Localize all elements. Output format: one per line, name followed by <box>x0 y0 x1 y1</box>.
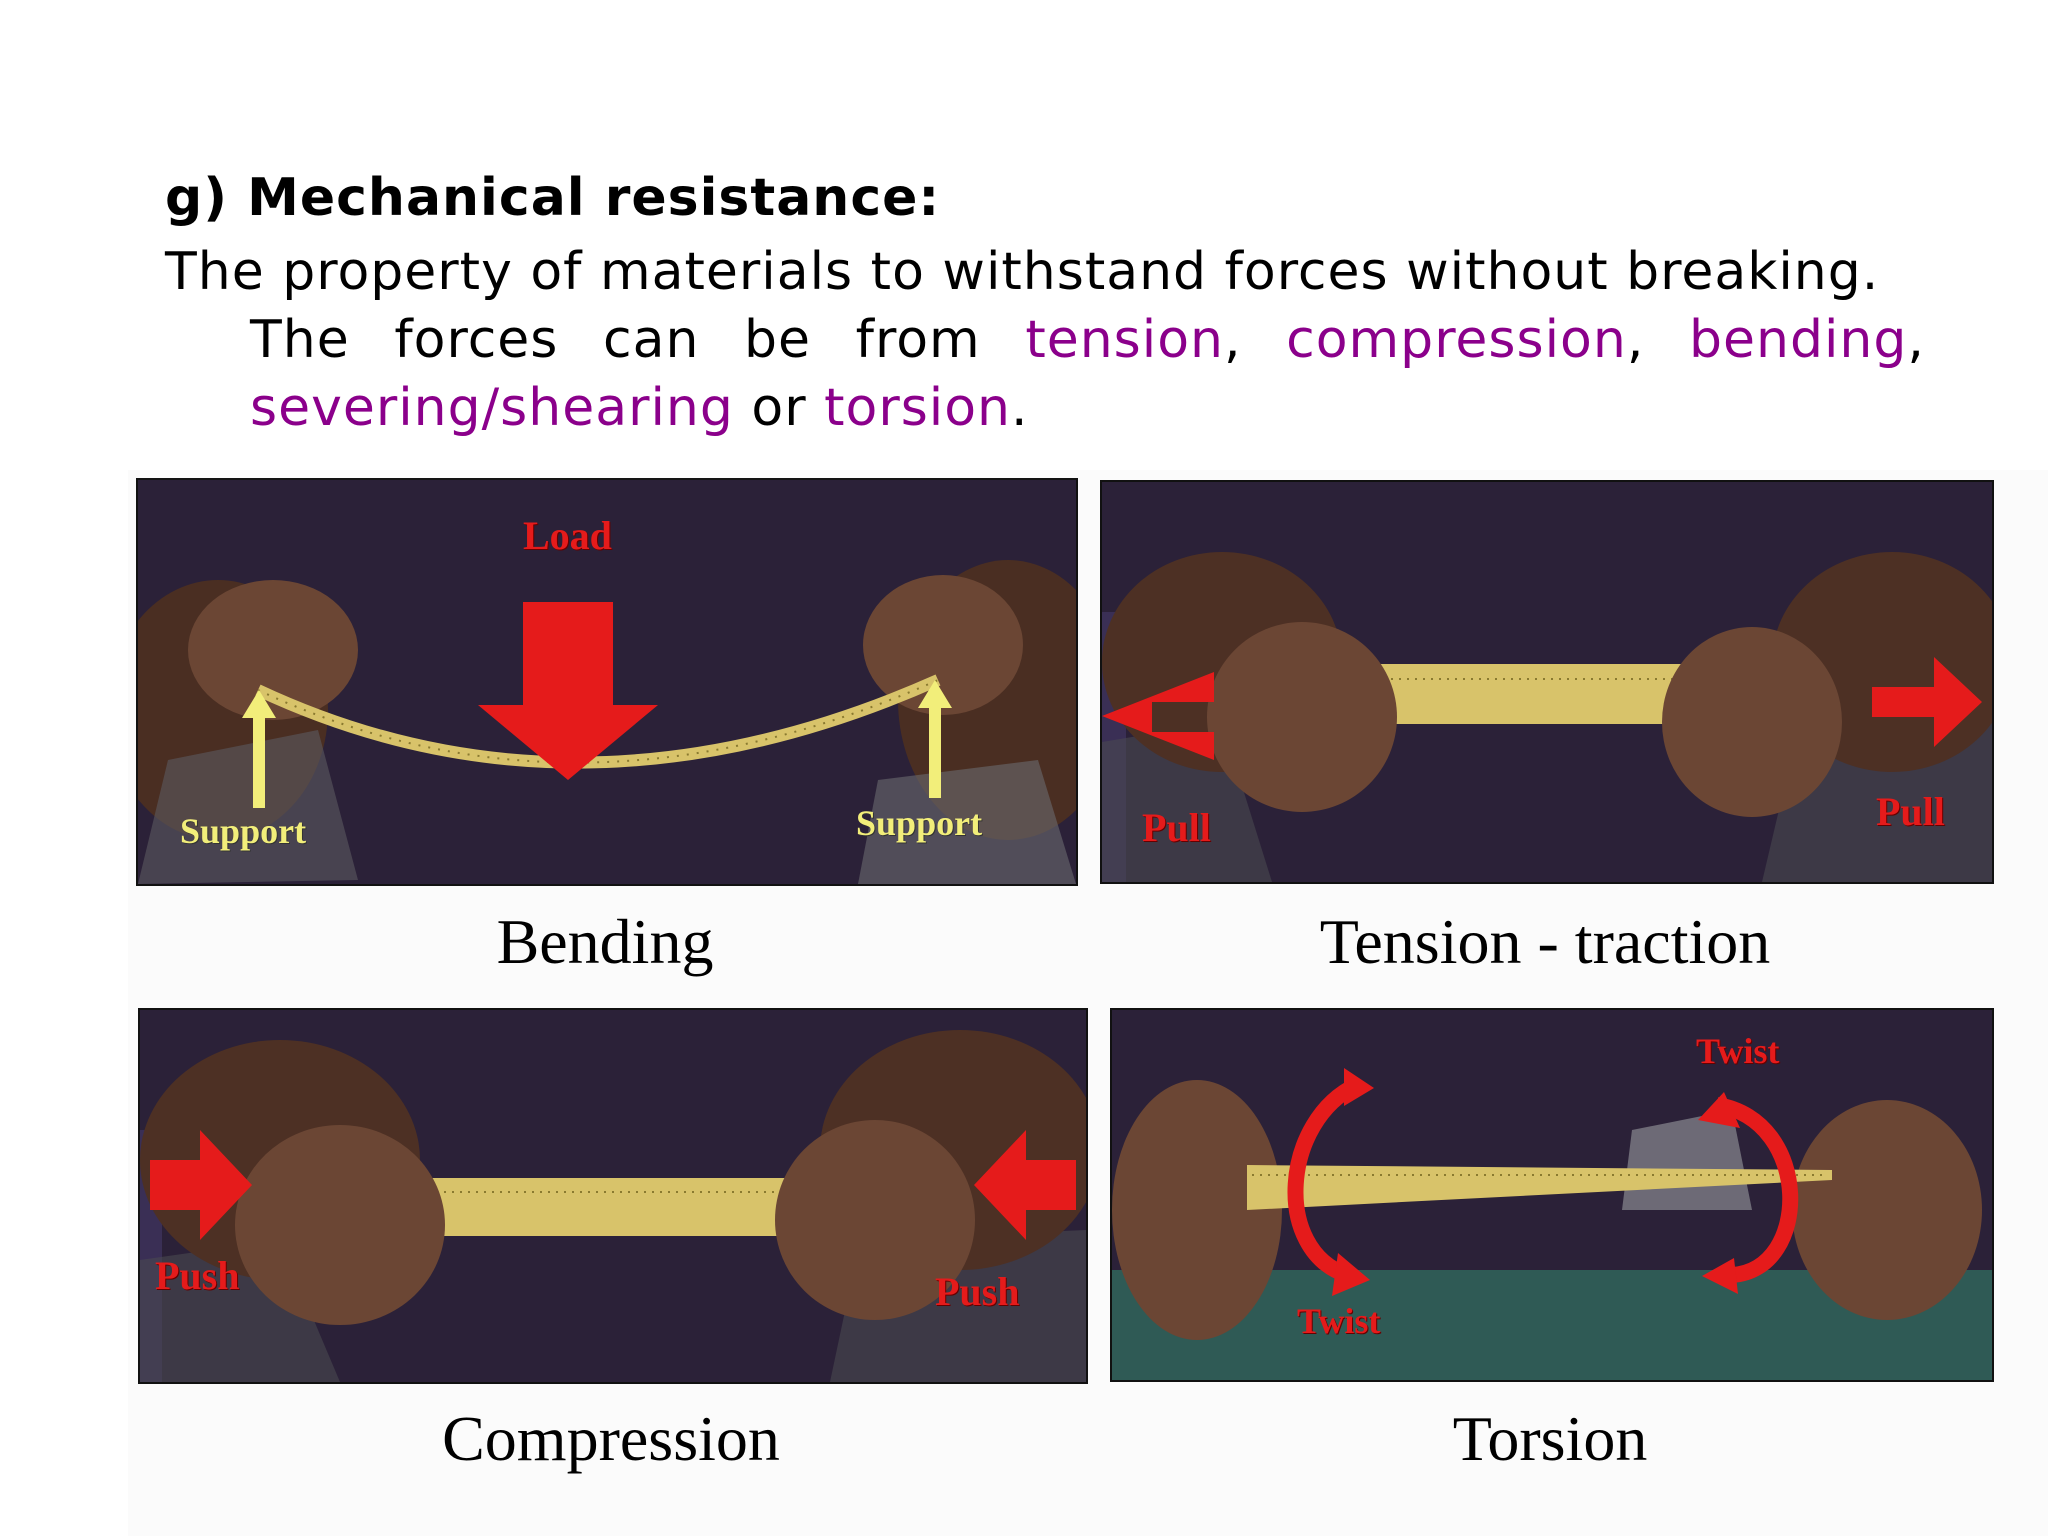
pull-right-label: Pull <box>1876 789 1945 834</box>
twist-top-label: Twist <box>1696 1031 1780 1071</box>
period: . <box>1011 378 1029 438</box>
comma: , <box>1907 310 1925 370</box>
definition-paragraph: The property of materials to withstand f… <box>165 238 1925 442</box>
push-arrow-left-icon <box>150 1130 252 1240</box>
word: The <box>250 310 350 370</box>
push-arrow-right-icon <box>974 1130 1076 1240</box>
torsion-caption: Torsion <box>1452 1403 1648 1474</box>
support-left-label: Support <box>180 811 307 851</box>
pull-arrow-right-icon <box>1872 657 1982 747</box>
bending-illustration <box>138 480 1076 884</box>
word: from <box>855 310 981 370</box>
comma: , <box>1626 310 1645 370</box>
bending-caption: Bending <box>496 906 714 977</box>
paragraph-line-3: severing/shearing or torsion. <box>250 374 1925 442</box>
tension-caption: Tension - traction <box>1319 906 1771 977</box>
compression-photo: Push Push <box>138 1008 1088 1384</box>
keyword-torsion: torsion <box>824 378 1012 438</box>
compression-caption: Compression <box>442 1403 780 1474</box>
load-label: Load <box>523 513 612 558</box>
support-arrow-right-icon <box>918 680 952 798</box>
keyword-compression: compression <box>1286 310 1627 370</box>
keyword-bending: bending <box>1688 310 1908 370</box>
twist-arrow-right-icon <box>1715 1097 1799 1283</box>
pull-arrow-left-icon <box>1102 672 1214 760</box>
section-heading: g) Mechanical resistance: <box>165 168 941 228</box>
torsion-illustration <box>1112 1010 1992 1380</box>
paragraph-line-1: The property of materials to withstand f… <box>165 242 1880 302</box>
word: can <box>603 310 700 370</box>
twist-bottom-label: Twist <box>1297 1301 1381 1341</box>
push-left-label: Push <box>155 1253 240 1298</box>
keyword-tension: tension <box>1025 310 1224 370</box>
push-right-label: Push <box>935 1269 1020 1314</box>
load-arrow-icon <box>478 602 658 780</box>
torsion-photo: Twist Twist <box>1110 1008 1994 1382</box>
comma: , <box>1223 310 1242 370</box>
tension-illustration <box>1102 482 1992 882</box>
word: be <box>744 310 812 370</box>
paragraph-line-2: The forces can be from tension, compress… <box>250 306 1925 374</box>
pull-left-label: Pull <box>1142 805 1211 850</box>
compression-illustration <box>140 1010 1086 1382</box>
support-arrow-left-icon <box>242 690 276 808</box>
bending-photo: Load Support Support <box>136 478 1078 886</box>
connector-or: or <box>733 378 825 438</box>
word: forces <box>394 310 559 370</box>
twist-arrow-left-icon <box>1287 1077 1361 1283</box>
support-right-label: Support <box>856 803 983 843</box>
tension-photo: Pull Pull <box>1100 480 1994 884</box>
keyword-severing-shearing: severing/shearing <box>250 378 734 438</box>
